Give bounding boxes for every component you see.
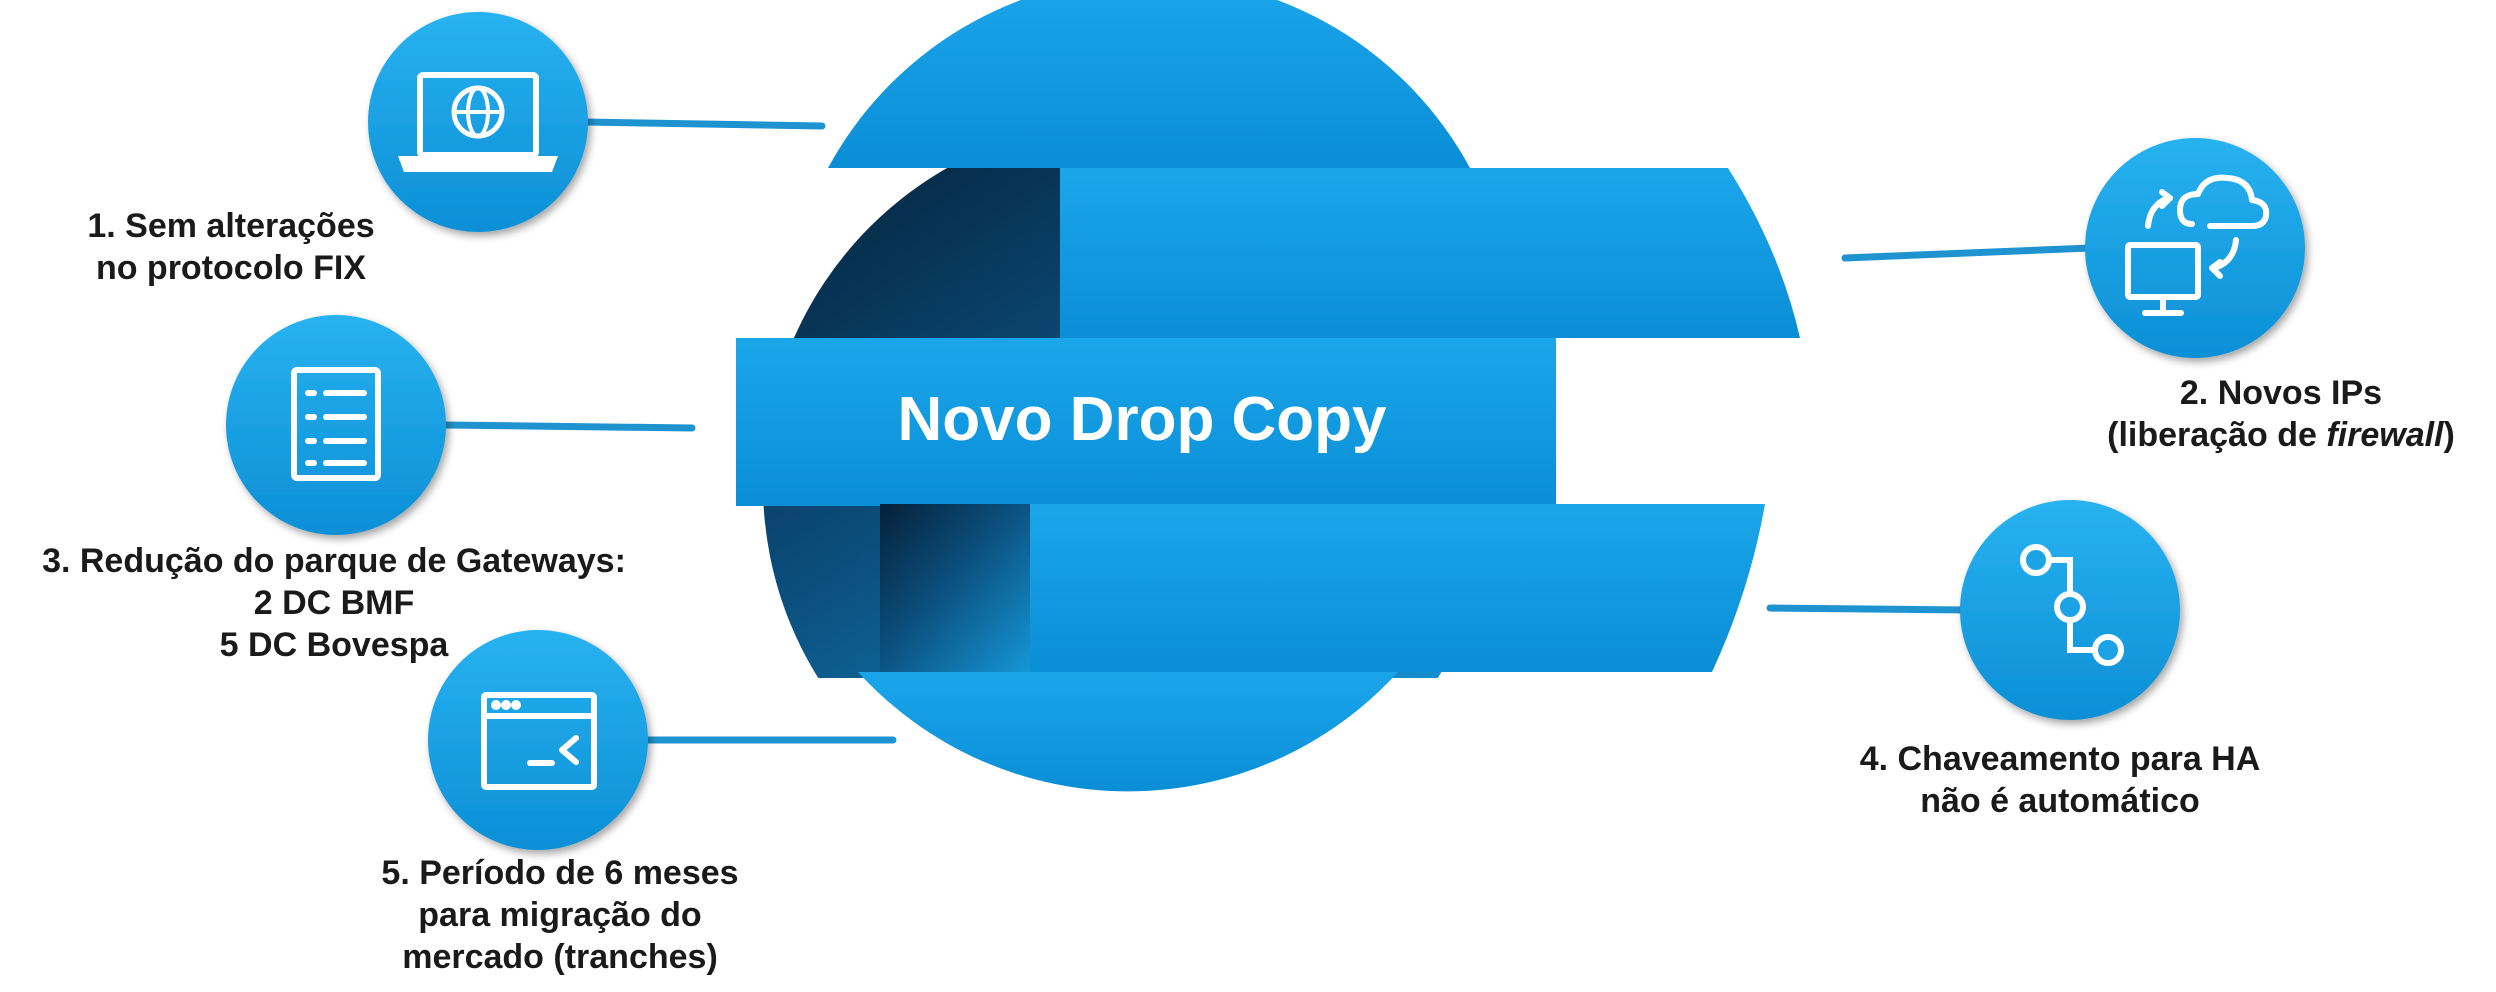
item-1-line-2: no protocolo FIX (95, 249, 367, 287)
item-5-line-3: mercado (tranches) (402, 938, 718, 976)
item-1-line-1: 1. Sem alterações (87, 207, 375, 245)
sphere-top-cap (828, 0, 1470, 168)
item-2-line-2: (liberação de firewall) (2076, 414, 2486, 456)
item-1-label: 1. Sem alterações no protocolo FIX (66, 205, 396, 289)
checklist-document-icon (226, 315, 446, 535)
laptop-globe-glyph (398, 72, 558, 172)
item-3-line-1: 3. Redução do parque de Gateways: (42, 542, 626, 580)
central-sphere (736, 0, 1800, 792)
item-5-line-1: 5. Período de 6 meses (381, 854, 739, 892)
connector-3 (441, 421, 696, 432)
sphere-band-upper (1060, 168, 1800, 338)
item-5-line-2: para migração do (418, 896, 702, 934)
terminal-window-glyph (481, 692, 597, 790)
sphere-bottom-cap (858, 672, 1398, 792)
item-2-label: 2. Novos IPs (liberação de firewall) (2076, 372, 2486, 456)
terminal-window-icon (428, 630, 648, 850)
cloud-sync-monitor-glyph (2125, 174, 2270, 316)
item-2-line-2-suffix: ) (2443, 416, 2455, 454)
laptop-globe-icon (368, 12, 588, 232)
item-2-line-1: 2. Novos IPs (2179, 374, 2383, 412)
branch-workflow-glyph (2020, 544, 2124, 666)
item-2-line-2-prefix: (liberação de (2107, 416, 2327, 454)
center-title: Novo Drop Copy (897, 385, 1387, 454)
item-3-line-3: 5 DC Bovespa (219, 626, 449, 664)
item-4-label: 4. Chaveamento para HA não é automático (1830, 738, 2290, 822)
item-4-line-1: 4. Chaveamento para HA (1859, 740, 2261, 778)
checklist-document-glyph (291, 367, 381, 481)
connectors (441, 118, 2094, 744)
connector-1 (581, 118, 826, 130)
sphere-band-lower (1030, 504, 1765, 672)
item-5-label: 5. Período de 6 meses para migração do m… (360, 852, 760, 978)
item-3-label: 3. Redução do parque de Gateways: 2 DC B… (4, 540, 664, 666)
item-4-line-2: não é automático (1920, 782, 2200, 820)
connector-2 (1841, 244, 2094, 262)
item-3-line-2: 2 DC BMF (253, 584, 415, 622)
connector-4 (1766, 604, 1970, 614)
sphere-band-middle (736, 338, 1556, 506)
item-2-line-2-emphasis: firewall (2326, 416, 2444, 454)
